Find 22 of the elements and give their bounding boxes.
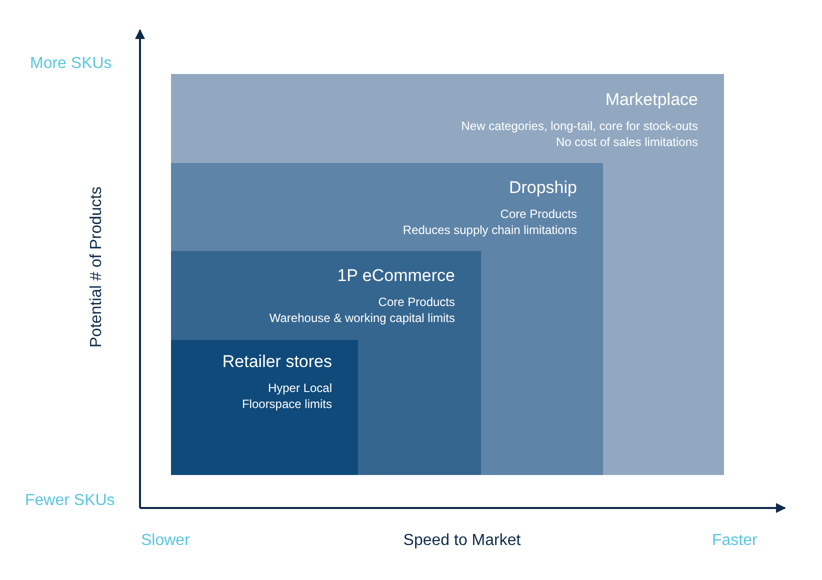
nested-area [171, 251, 481, 475]
area-title: Marketplace [605, 90, 698, 110]
axis-end-label: Faster [712, 532, 758, 550]
axis-end-label: Slower [141, 532, 190, 550]
nested-area [171, 74, 724, 475]
area-title: Retailer stores [222, 352, 332, 372]
axis-title: Speed to Market [403, 532, 521, 550]
area-description: Floorspace limits [242, 396, 332, 412]
area-description: New categories, long-tail, core for stock-outs [461, 118, 698, 134]
area-description: Core Products [500, 206, 577, 222]
axis-title: Potential # of Products [88, 186, 106, 348]
nested-area [171, 340, 358, 475]
area-description: No cost of sales limitations [556, 134, 698, 150]
area-description: Core Products [378, 294, 455, 310]
area-description: Warehouse & working capital limits [269, 310, 455, 326]
area-title: 1P eCommerce [337, 266, 455, 286]
axis-end-label: Fewer SKUs [25, 492, 115, 510]
area-description: Hyper Local [268, 380, 332, 396]
area-description: Reduces supply chain limitations [402, 222, 577, 238]
nested-area [171, 163, 603, 475]
area-title: Dropship [508, 178, 577, 198]
axis-end-label: More SKUs [30, 55, 112, 73]
